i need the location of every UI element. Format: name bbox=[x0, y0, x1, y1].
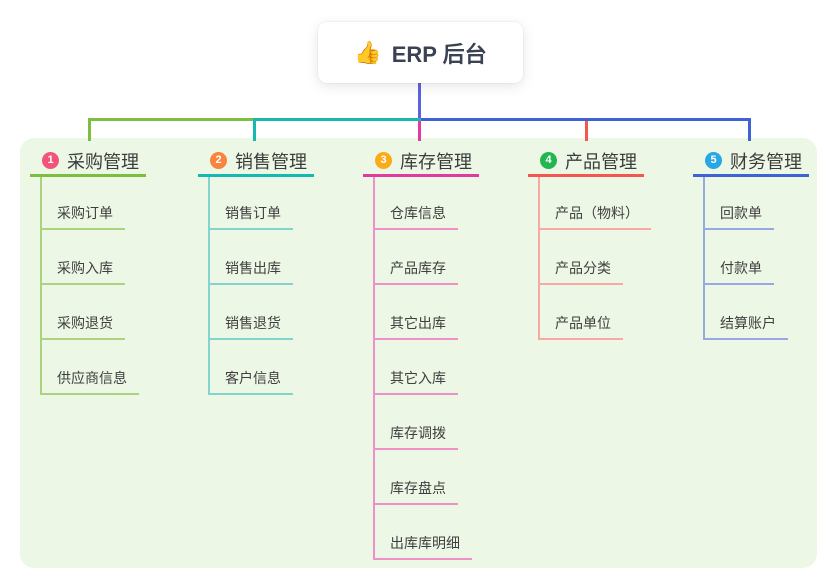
child-node-label: 产品（物料） bbox=[555, 205, 639, 221]
child-node-label: 其它出库 bbox=[390, 315, 446, 331]
child-node-label: 销售订单 bbox=[225, 205, 281, 221]
branch-5-heading[interactable]: 5 财务管理 bbox=[693, 147, 809, 177]
branch-1-child-1[interactable]: 采购订单 bbox=[40, 203, 125, 230]
branch-2-child-2[interactable]: 销售出库 bbox=[208, 258, 293, 285]
branch-1-label: 采购管理 bbox=[67, 151, 139, 172]
child-node-label: 库存调拨 bbox=[390, 425, 446, 441]
drop-line-branch-1 bbox=[88, 121, 91, 141]
branch-3-badge: 3 bbox=[375, 152, 392, 169]
root-stem-line bbox=[418, 83, 421, 121]
branch-3-child-1[interactable]: 仓库信息 bbox=[373, 203, 458, 230]
child-node-label: 产品库存 bbox=[390, 260, 446, 276]
branch-4-badge: 4 bbox=[540, 152, 557, 169]
branch-2-label: 销售管理 bbox=[235, 151, 307, 172]
branch-2-heading[interactable]: 2 销售管理 bbox=[198, 147, 314, 177]
child-node-label: 供应商信息 bbox=[57, 370, 127, 386]
branch-5-label: 财务管理 bbox=[730, 151, 802, 172]
branches-panel bbox=[20, 138, 817, 568]
branch-2-child-3[interactable]: 销售退货 bbox=[208, 313, 293, 340]
child-node-label: 客户信息 bbox=[225, 370, 281, 386]
branch-4-label: 产品管理 bbox=[565, 151, 637, 172]
branch-1-heading[interactable]: 1 采购管理 bbox=[30, 147, 146, 177]
branch-3-child-2[interactable]: 产品库存 bbox=[373, 258, 458, 285]
branch-4-heading[interactable]: 4 产品管理 bbox=[528, 147, 644, 177]
rail-segment-branch-5 bbox=[421, 118, 751, 121]
branch-2-child-1[interactable]: 销售订单 bbox=[208, 203, 293, 230]
drop-line-branch-5 bbox=[748, 121, 751, 141]
rail-segment-branch-1 bbox=[88, 118, 253, 121]
branch-3-trunk-line bbox=[373, 177, 375, 560]
branch-2-child-4[interactable]: 客户信息 bbox=[208, 368, 293, 395]
branch-4-trunk-line bbox=[538, 177, 540, 340]
child-node-label: 产品单位 bbox=[555, 315, 611, 331]
branch-3-heading[interactable]: 3 库存管理 bbox=[363, 147, 479, 177]
branch-2-trunk-line bbox=[208, 177, 210, 395]
child-node-label: 采购入库 bbox=[57, 260, 113, 276]
branch-1-trunk-line bbox=[40, 177, 42, 395]
branch-3-child-5[interactable]: 库存调拨 bbox=[373, 423, 458, 450]
branch-5-child-1[interactable]: 回款单 bbox=[703, 203, 774, 230]
root-node[interactable]: 👍 ERP 后台 bbox=[318, 22, 523, 83]
branch-5-child-2[interactable]: 付款单 bbox=[703, 258, 774, 285]
child-node-label: 出库库明细 bbox=[390, 535, 460, 551]
branch-5-trunk-line bbox=[703, 177, 705, 340]
drop-line-branch-4 bbox=[585, 121, 588, 141]
thumbs-up-icon: 👍 bbox=[354, 39, 382, 65]
branch-3-child-4[interactable]: 其它入库 bbox=[373, 368, 458, 395]
root-node-label: ERP 后台 bbox=[391, 41, 487, 67]
child-node-label: 销售出库 bbox=[225, 260, 281, 276]
child-node-label: 采购退货 bbox=[57, 315, 113, 331]
branch-1-child-3[interactable]: 采购退货 bbox=[40, 313, 125, 340]
branch-1-child-4[interactable]: 供应商信息 bbox=[40, 368, 139, 395]
branch-4-child-1[interactable]: 产品（物料） bbox=[538, 203, 651, 230]
child-node-label: 回款单 bbox=[720, 205, 762, 221]
branch-1-badge: 1 bbox=[42, 152, 59, 169]
branch-3-child-3[interactable]: 其它出库 bbox=[373, 313, 458, 340]
branch-4-child-3[interactable]: 产品单位 bbox=[538, 313, 623, 340]
branch-5-badge: 5 bbox=[705, 152, 722, 169]
child-node-label: 库存盘点 bbox=[390, 480, 446, 496]
child-node-label: 付款单 bbox=[720, 260, 762, 276]
child-node-label: 仓库信息 bbox=[390, 205, 446, 221]
child-node-label: 其它入库 bbox=[390, 370, 446, 386]
child-node-label: 销售退货 bbox=[225, 315, 281, 331]
branch-3-child-7[interactable]: 出库库明细 bbox=[373, 533, 472, 560]
branch-4-child-2[interactable]: 产品分类 bbox=[538, 258, 623, 285]
child-node-label: 采购订单 bbox=[57, 205, 113, 221]
drop-line-branch-3 bbox=[418, 121, 421, 141]
rail-segment-branch-2 bbox=[253, 118, 421, 121]
child-node-label: 结算账户 bbox=[720, 315, 776, 331]
branch-2-badge: 2 bbox=[210, 152, 227, 169]
branch-3-child-6[interactable]: 库存盘点 bbox=[373, 478, 458, 505]
branch-3-label: 库存管理 bbox=[400, 151, 472, 172]
drop-line-branch-2 bbox=[253, 121, 256, 141]
branch-5-child-3[interactable]: 结算账户 bbox=[703, 313, 788, 340]
child-node-label: 产品分类 bbox=[555, 260, 611, 276]
branch-1-child-2[interactable]: 采购入库 bbox=[40, 258, 125, 285]
